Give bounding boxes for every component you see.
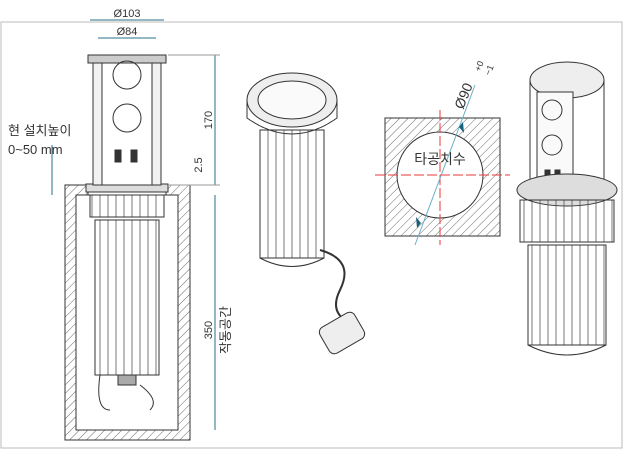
- depth-label: 작동공간: [218, 306, 233, 354]
- socket-icon: [112, 103, 142, 133]
- socket-icon: [112, 60, 142, 90]
- install-height-range: 0~50 mm: [8, 142, 63, 157]
- plug-icon: [318, 311, 366, 355]
- tolerance-lower: −1: [483, 63, 496, 76]
- cutout-view: [375, 84, 510, 246]
- cutout-label: 타공치수: [414, 151, 466, 167]
- dim-inner-diameter: Ø84: [117, 26, 138, 38]
- dim-depth: 350: [203, 321, 215, 339]
- tolerance-upper: +0: [473, 59, 486, 72]
- perspective-open-view: [516, 61, 618, 356]
- usb-port-icon: [114, 149, 122, 163]
- install-height-label: 현 설치높이: [8, 123, 71, 138]
- perspective-closed-view: [246, 72, 366, 355]
- dim-height: 170: [203, 111, 215, 129]
- cutout-diameter: Ø90: [451, 80, 476, 111]
- usb-port-icon: [130, 149, 138, 163]
- dim-outer-diameter: Ø103: [114, 8, 141, 20]
- dim-lip: 2.5: [193, 157, 205, 172]
- frame-border: [0, 21, 623, 449]
- left-side-view: [51, 19, 220, 441]
